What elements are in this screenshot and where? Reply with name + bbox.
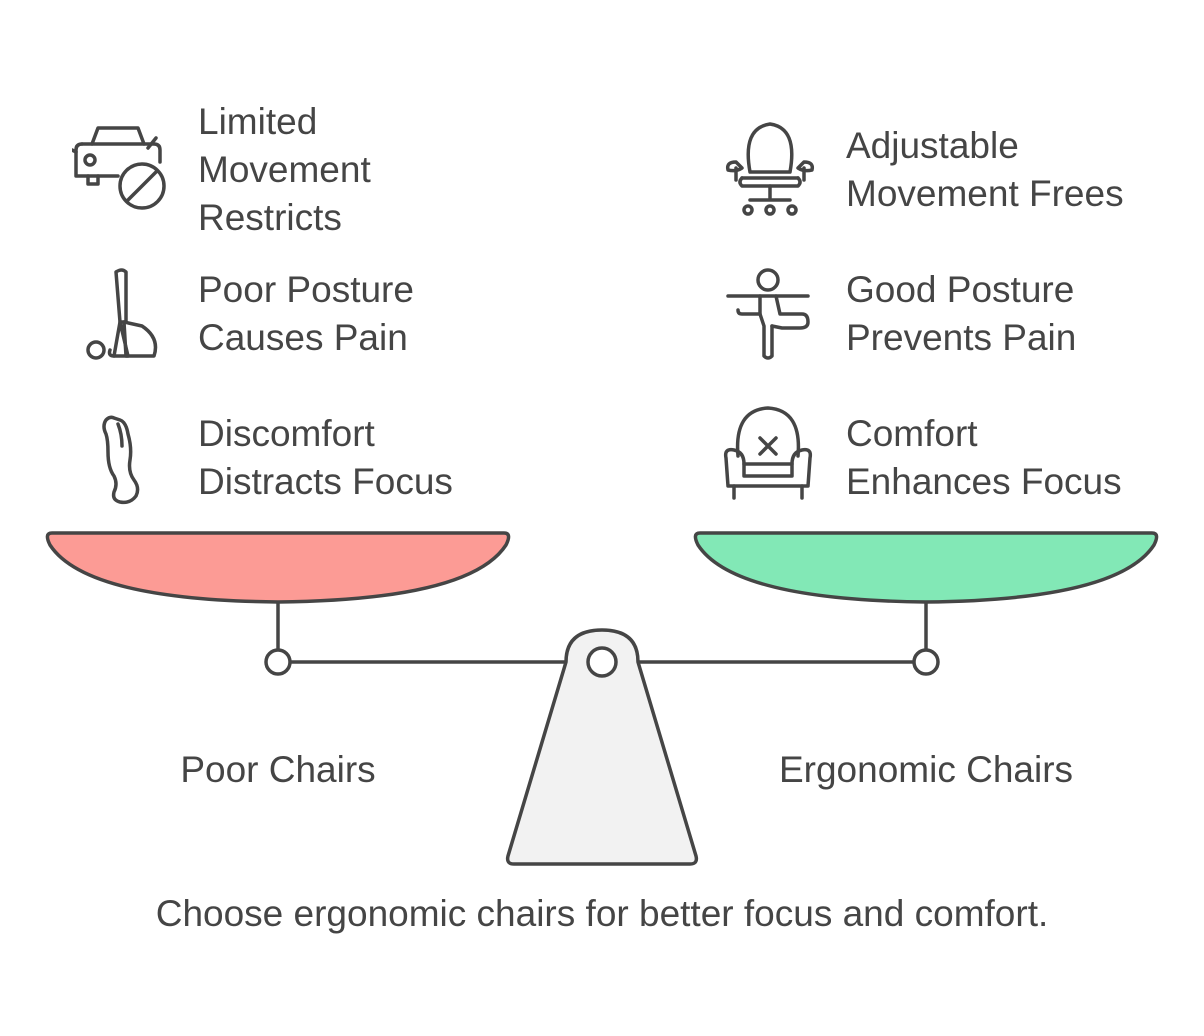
right-item-1-line-1: Adjustable (846, 125, 1019, 166)
balanced-posture-icon (726, 268, 810, 360)
right-item-3-line-1: Comfort (846, 413, 978, 454)
right-item-3-line-2: Enhances Focus (846, 461, 1122, 502)
right-item-1-text: Adjustable Movement Frees (846, 122, 1124, 218)
office-chair-icon (725, 122, 815, 216)
fulcrum (505, 628, 699, 866)
right-item-2-line-2: Prevents Pain (846, 317, 1077, 358)
right-beam-joint (912, 648, 940, 676)
bent-posture-icon (86, 268, 158, 360)
left-item-3-text: Discomfort Distracts Focus (198, 410, 453, 506)
right-item-3-text: Comfort Enhances Focus (846, 410, 1122, 506)
left-beam-joint (264, 648, 292, 676)
left-item-3-line-1: Discomfort (198, 413, 375, 454)
right-item-2-line-1: Good Posture (846, 269, 1075, 310)
left-item-3-line-2: Distracts Focus (198, 461, 453, 502)
right-item-2-text: Good Posture Prevents Pain (846, 266, 1076, 362)
left-item-2-line-2: Causes Pain (198, 317, 408, 358)
left-pan (45, 531, 511, 604)
left-item-2-line-1: Poor Posture (198, 269, 414, 310)
left-item-2-text: Poor Posture Causes Pain (198, 266, 414, 362)
right-item-1-line-2: Movement Frees (846, 173, 1124, 214)
left-item-1-line-1: Limited (198, 101, 318, 142)
twisted-body-icon (102, 415, 140, 505)
right-pan (693, 531, 1159, 604)
restricted-car-icon (72, 126, 166, 210)
right-side-label: Ergonomic Chairs (778, 749, 1074, 790)
left-item-1-text: Limited Movement Restricts (198, 98, 371, 242)
left-item-1-line-3: Restricts (198, 197, 342, 238)
left-item-1-line-2: Movement (198, 149, 371, 190)
armchair-icon (723, 406, 813, 500)
fulcrum-pivot (586, 646, 618, 678)
left-side-label: Poor Chairs (180, 749, 376, 790)
conclusion-text: Choose ergonomic chairs for better focus… (155, 893, 1049, 934)
